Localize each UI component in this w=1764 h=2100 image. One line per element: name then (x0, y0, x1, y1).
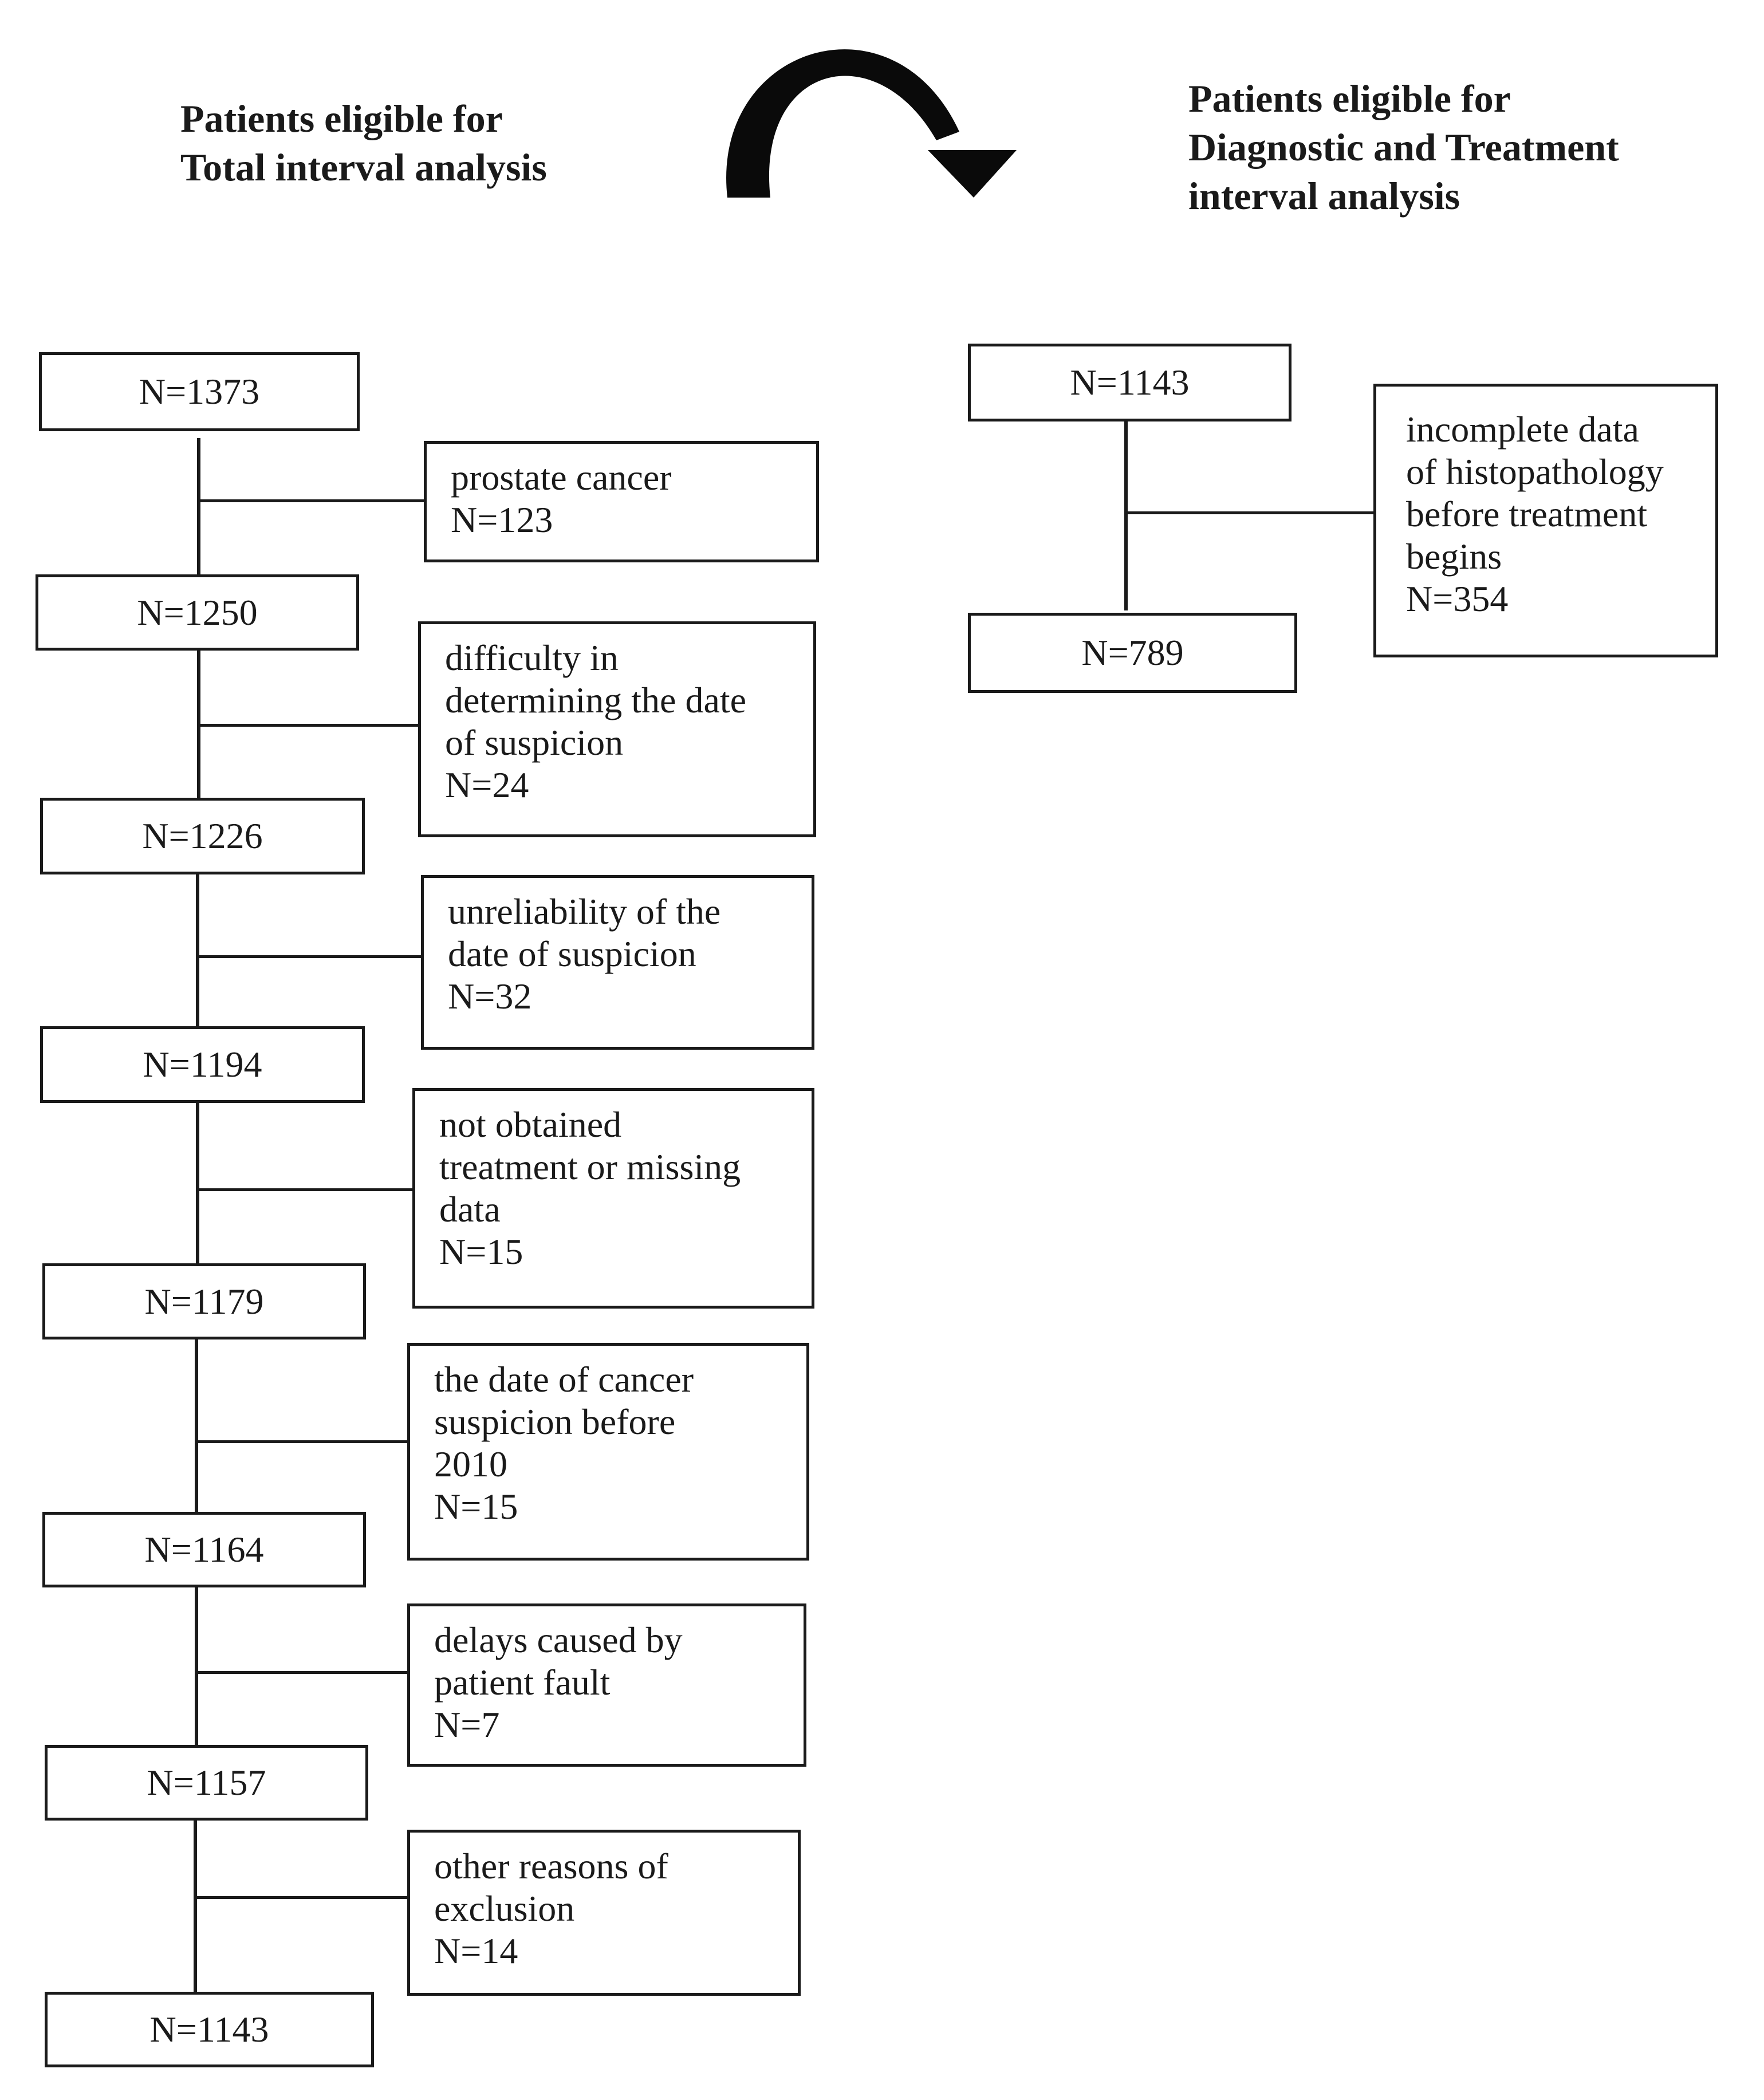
exclusion-box: prostate cancer N=123 (424, 441, 819, 562)
exclusion-line: incomplete data (1406, 409, 1639, 450)
exclusion-line: N=123 (451, 499, 553, 540)
count-box-1143-diagnostic: N=1143 (968, 344, 1292, 421)
exclusion-line: N=15 (439, 1231, 523, 1272)
exclusion-line: prostate cancer (451, 457, 672, 498)
exclusion-line: the date of cancer (434, 1359, 694, 1400)
count-label: N=1250 (137, 592, 258, 633)
exclusion-line: N=14 (434, 1930, 518, 1971)
count-box-1164: N=1164 (42, 1512, 366, 1587)
count-label: N=1164 (144, 1529, 264, 1570)
exclusion-line: unreliability of the (448, 891, 721, 932)
exclusion-branch (1126, 511, 1373, 514)
total-interval-heading: Patients eligible for Total interval ana… (180, 94, 547, 192)
exclusion-box: difficulty in determining the date of su… (418, 621, 816, 837)
count-label: N=1194 (143, 1044, 262, 1085)
exclusion-line: date of suspicion (448, 933, 696, 974)
exclusion-branch (196, 1440, 407, 1443)
exclusion-line: data (439, 1189, 501, 1230)
exclusion-box: other reasons of exclusion N=14 (407, 1830, 801, 1996)
count-label: N=1179 (144, 1281, 264, 1322)
count-label: N=1226 (142, 815, 263, 856)
exclusion-box: not obtained treatment or missing data N… (412, 1088, 814, 1309)
exclusion-branch (199, 724, 418, 727)
exclusion-line: of suspicion (445, 722, 624, 763)
exclusion-line: begins (1406, 536, 1502, 577)
diagnostic-treatment-heading: Patients eligible for Diagnostic and Tre… (1188, 74, 1619, 220)
exclusion-line: treatment or missing (439, 1146, 741, 1187)
exclusion-line: determining the date (445, 680, 747, 720)
exclusion-branch (196, 1671, 407, 1674)
exclusion-box: incomplete data of histopathology before… (1373, 384, 1718, 657)
count-box-1226: N=1226 (40, 798, 365, 874)
exclusion-line: other reasons of (434, 1846, 668, 1886)
exclusion-line: 2010 (434, 1444, 507, 1484)
count-box-1157: N=1157 (45, 1745, 368, 1821)
heading-line: Total interval analysis (180, 145, 547, 189)
exclusion-branch (195, 1896, 407, 1899)
exclusion-line: exclusion (434, 1888, 575, 1929)
exclusion-branch (199, 499, 424, 502)
count-box-1194: N=1194 (40, 1026, 365, 1103)
exclusion-box: delays caused by patient fault N=7 (407, 1603, 806, 1767)
heading-line: interval analysis (1188, 174, 1460, 218)
flow-connector (196, 1103, 199, 1263)
count-label: N=1157 (147, 1762, 266, 1803)
exclusion-branch (198, 955, 421, 958)
exclusion-line: before treatment (1406, 494, 1648, 534)
count-box-789: N=789 (968, 613, 1297, 693)
exclusion-line: N=24 (445, 765, 529, 805)
exclusion-line: patient fault (434, 1662, 611, 1703)
count-box-1143-final: N=1143 (45, 1992, 374, 2067)
count-label: N=789 (1081, 632, 1184, 673)
exclusion-line: suspicion before (434, 1401, 676, 1442)
flow-connector (197, 438, 200, 574)
exclusion-line: N=7 (434, 1704, 500, 1745)
heading-line: Patients eligible for (1188, 77, 1511, 120)
exclusion-line: N=32 (448, 976, 532, 1016)
flow-connector (195, 1587, 198, 1745)
count-box-1179: N=1179 (42, 1263, 366, 1339)
flow-connector (1124, 421, 1128, 610)
exclusion-branch (198, 1188, 412, 1191)
count-label: N=1143 (149, 2009, 269, 2050)
exclusion-box: unreliability of the date of suspicion N… (421, 875, 814, 1050)
exclusion-line: not obtained (439, 1104, 622, 1145)
heading-line: Diagnostic and Treatment (1188, 125, 1619, 169)
count-box-1250: N=1250 (36, 574, 359, 651)
count-box-1373: N=1373 (39, 352, 360, 431)
flow-connector (194, 1821, 197, 1992)
exclusion-line: difficulty in (445, 637, 619, 678)
count-label: N=1373 (139, 371, 260, 412)
flow-connector (196, 874, 199, 1026)
exclusion-line: N=354 (1406, 578, 1509, 619)
heading-line: Patients eligible for (180, 97, 503, 140)
exclusion-line: delays caused by (434, 1620, 683, 1660)
exclusion-line: of histopathology (1406, 451, 1664, 492)
exclusion-line: N=15 (434, 1486, 518, 1527)
flow-connector (195, 1339, 198, 1512)
count-label: N=1143 (1070, 362, 1190, 403)
exclusion-box: the date of cancer suspicion before 2010… (407, 1343, 809, 1561)
